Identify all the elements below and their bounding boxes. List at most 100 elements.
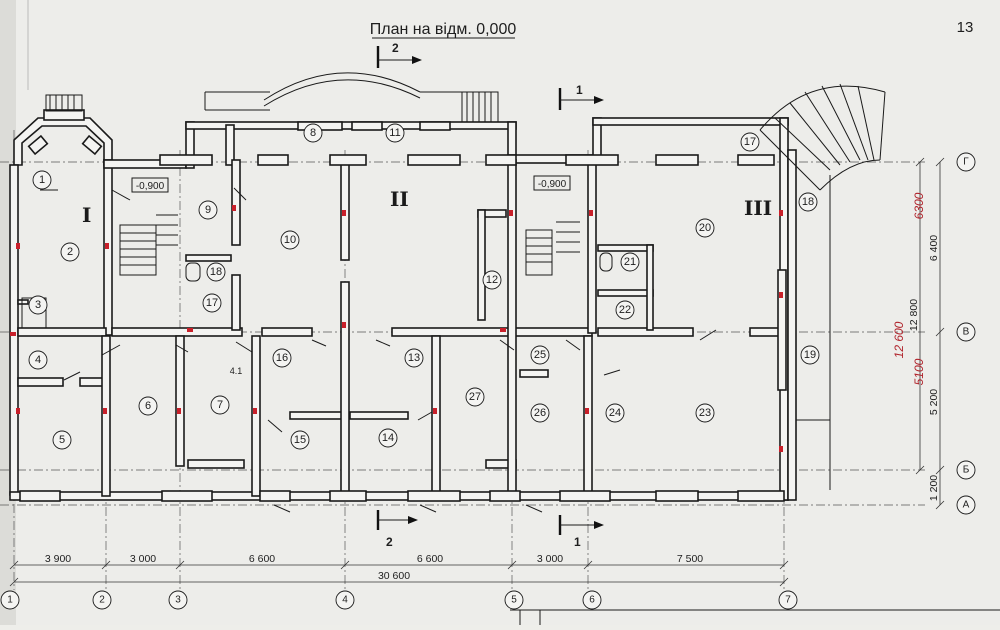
dim-1-2: 3 900 (45, 553, 71, 565)
room-number: 17 (206, 297, 218, 309)
dim-total: 30 600 (378, 570, 410, 582)
axis-label: 2 (99, 595, 105, 606)
room-marker: 4 (28, 350, 48, 370)
room-number: 13 (408, 352, 420, 364)
room-marker: 10 (280, 230, 300, 250)
door-swings (40, 187, 717, 513)
room-marker: 18 (206, 262, 226, 282)
room-marker: 8 (303, 123, 323, 143)
room-number: 20 (699, 222, 711, 234)
room-marker: 20 (695, 218, 715, 238)
axis-bubble-horizontal: А (956, 495, 976, 515)
room-marker: 17 (740, 132, 760, 152)
axis-bubble-vertical: 3 (168, 590, 188, 610)
room-number: 21 (624, 256, 636, 268)
section-1-tower (13, 94, 113, 166)
axis-bubble-horizontal: В (956, 322, 976, 342)
room-number: 7 (217, 399, 223, 411)
section-cut-1: 1 1 (558, 83, 604, 549)
axis-label: Б (963, 465, 970, 476)
room-marker: 27 (465, 387, 485, 407)
room-marker: 3 (28, 295, 48, 315)
axis-label: 5 (511, 595, 517, 606)
room-number: 27 (469, 391, 481, 403)
handwritten-dim-total: 12 600 (892, 321, 906, 358)
room-number: 16 (276, 352, 288, 364)
dim-2-3: 3 000 (130, 553, 156, 565)
room-marker: 22 (615, 300, 635, 320)
dim-4-5: 6 600 (417, 553, 443, 565)
axis-bubble-vertical: 1 (0, 590, 20, 610)
room-marker: 6 (138, 396, 158, 416)
room-marker: 19 (800, 345, 820, 365)
curved-bay (204, 72, 499, 123)
level-mark-1: -0,900 (136, 181, 165, 192)
right-dimensions: 6 400 5 200 1 200 12 800 6300 5100 12 60… (892, 157, 945, 510)
room-marker: 9 (198, 200, 218, 220)
room-marker: 18 (798, 192, 818, 212)
room-number: 3 (35, 299, 41, 311)
axis-label: Г (963, 157, 969, 168)
axis-bubble-horizontal: Б (956, 460, 976, 480)
section-label-1: I (82, 203, 91, 227)
room-marker: 24 (605, 403, 625, 423)
cut-1-top-label: 1 (576, 83, 583, 97)
curved-staircase (759, 83, 886, 191)
room-marker: 15 (290, 430, 310, 450)
axis-label: В (963, 327, 970, 338)
room-number: 14 (382, 432, 394, 444)
interior-stairs (21, 214, 613, 329)
room-marker: 2 (60, 242, 80, 262)
axis-label: 7 (785, 595, 791, 606)
dim-5-6: 3 000 (537, 553, 563, 565)
room-marker: 7 (210, 395, 230, 415)
bottom-dimensions: 3 900 3 000 6 600 6 600 3 000 7 500 30 6… (9, 553, 789, 587)
axis-bubble-vertical: 2 (92, 590, 112, 610)
column-marks (10, 205, 783, 452)
room-number: 2 (67, 246, 73, 258)
room-number: 15 (294, 434, 306, 446)
room-number: 8 (310, 127, 316, 139)
room-number: 23 (699, 407, 711, 419)
axis-bubble-vertical: 5 (504, 590, 524, 610)
room-marker: 25 (530, 345, 550, 365)
room-marker: 12 (482, 270, 502, 290)
axis-label: А (963, 500, 970, 511)
level-box-2 (533, 175, 571, 191)
room-marker: 11 (385, 123, 405, 143)
cut-2-bottom-label: 2 (386, 535, 393, 549)
axis-label: 4 (342, 595, 348, 606)
small-mark: 4.1 (230, 366, 243, 376)
cut-1-bottom-label: 1 (574, 535, 581, 549)
room-number: 19 (804, 349, 816, 361)
room-number: 18 (802, 196, 814, 208)
axis-label: 6 (589, 595, 595, 606)
room-number: 18 (210, 266, 222, 278)
dim-right-3: 1 200 (928, 475, 940, 501)
room-number: 11 (389, 127, 400, 139)
room-marker: 21 (620, 252, 640, 272)
handwritten-dim-2: 5100 (912, 358, 926, 385)
room-number: 25 (534, 349, 546, 361)
section-label-2: II (390, 187, 409, 211)
section-label-3: III (744, 196, 772, 220)
room-number: 5 (59, 434, 65, 446)
room-marker: 26 (530, 403, 550, 423)
room-number: 6 (145, 400, 151, 412)
cut-2-top-label: 2 (392, 41, 399, 55)
dim-3-4: 6 600 (249, 553, 275, 565)
room-number: 17 (744, 136, 756, 148)
dim-6-7: 7 500 (677, 553, 703, 565)
handwritten-dim-1: 6300 (912, 192, 926, 219)
room-number: 24 (609, 407, 621, 419)
axis-bubble-horizontal: Г (956, 152, 976, 172)
dim-right-1: 6 400 (928, 235, 940, 261)
room-marker: 13 (404, 348, 424, 368)
room-marker: 5 (52, 430, 72, 450)
room-marker: 17 (202, 293, 222, 313)
room-number: 12 (486, 274, 498, 286)
